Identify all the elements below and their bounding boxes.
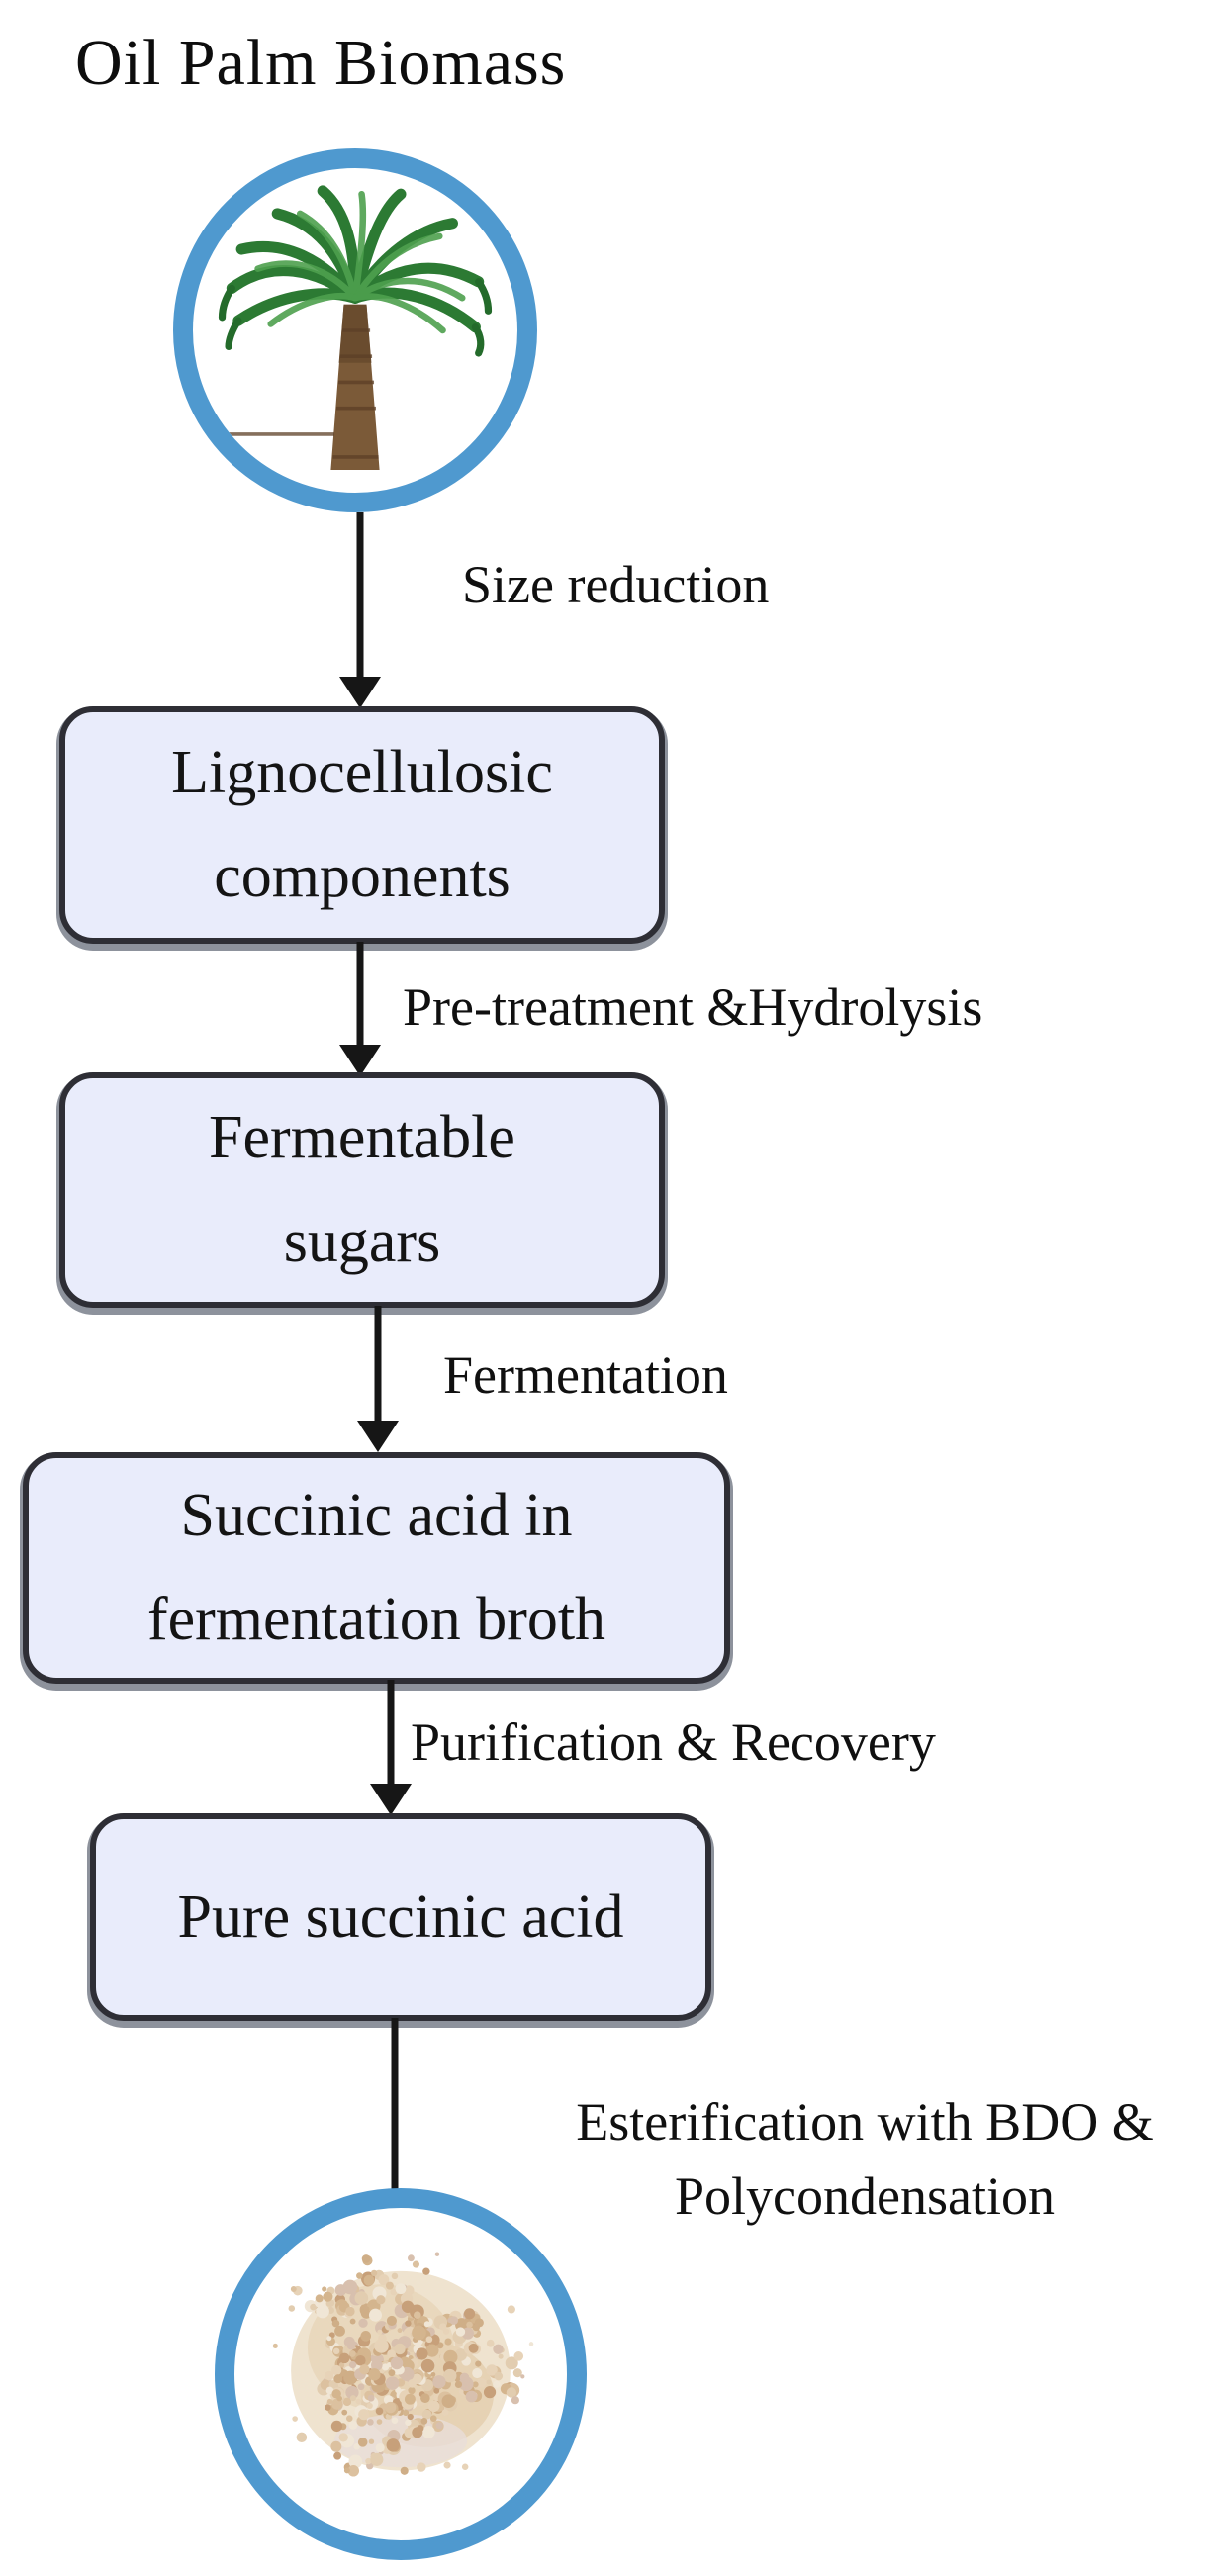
arrow-shaft: [387, 1680, 395, 1790]
box-text: Succinic acid in fermentation broth: [146, 1481, 606, 1653]
arrow-head-icon: [339, 677, 381, 708]
flow-arrow-4: [370, 1680, 412, 1815]
product-circle: [215, 2188, 587, 2560]
biomass-circle: [173, 148, 537, 512]
arrow-label-purification-recovery: Purification & Recovery: [411, 1712, 936, 1772]
box-fermentable-sugars: Fermentable sugars: [59, 1072, 665, 1308]
palm-tree-icon: [193, 185, 493, 471]
arrow-head-icon: [357, 1421, 399, 1452]
box-text: Fermentable sugars: [209, 1103, 515, 1275]
box-text: Lignocellulosic components: [171, 738, 553, 910]
arrow-head-icon: [339, 1045, 381, 1076]
arrow-label-esterification-polycondensation: Esterification with BDO & Polycondensati…: [576, 2092, 1154, 2226]
box-succinic-acid-broth: Succinic acid in fermentation broth: [23, 1452, 730, 1684]
box-pure-succinic-acid: Pure succinic acid: [90, 1813, 711, 2021]
arrow-label-fermentation: Fermentation: [443, 1345, 728, 1405]
arrow-shaft: [356, 512, 364, 683]
flow-arrow-3: [357, 1306, 399, 1452]
box-text: Pure succinic acid: [177, 1883, 624, 1951]
arrow-label-size-reduction: Size reduction: [462, 555, 770, 614]
flow-arrow-2: [339, 942, 381, 1076]
arrow-shaft: [374, 1306, 382, 1426]
arrow-label-pretreatment-hydrolysis: Pre-treatment &Hydrolysis: [403, 977, 983, 1037]
arrow-head-icon: [370, 1784, 412, 1815]
arrow-shaft: [356, 942, 364, 1051]
diagram-title: Oil Palm Biomass: [75, 27, 567, 99]
flow-arrow-1: [339, 512, 381, 708]
polymer-powder-icon: [272, 2252, 534, 2477]
box-lignocellulosic-components: Lignocellulosic components: [59, 706, 665, 944]
arrow-shaft: [391, 2018, 399, 2202]
